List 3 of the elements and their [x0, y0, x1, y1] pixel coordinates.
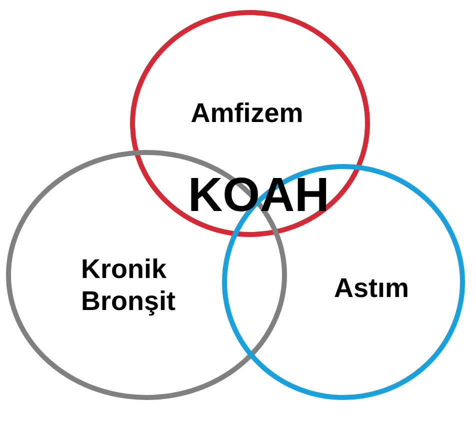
circle-label: Astım: [334, 272, 410, 304]
circle-label: Kronik Bronşit: [81, 253, 176, 317]
circle-label: Amfizem: [190, 97, 304, 129]
